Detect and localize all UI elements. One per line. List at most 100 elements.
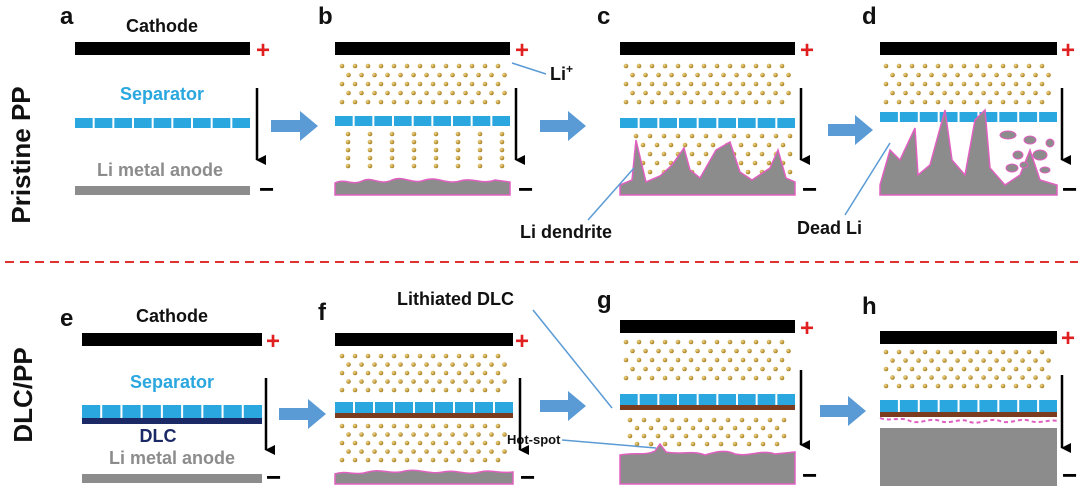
li-ion-dot bbox=[345, 131, 351, 137]
li-ion-dot bbox=[734, 72, 739, 78]
separator-segment bbox=[415, 402, 433, 413]
li-ion-dot bbox=[391, 423, 397, 429]
li-ion-dot bbox=[404, 387, 410, 393]
li-ion-dot bbox=[404, 457, 410, 463]
li-ion-dot bbox=[443, 63, 449, 69]
li-ion-dot bbox=[455, 139, 461, 145]
li-ion-dot bbox=[714, 339, 720, 345]
li-ion-dot bbox=[346, 72, 351, 78]
separator-segment bbox=[223, 405, 242, 418]
separator-segment bbox=[959, 112, 978, 122]
li-ion-dot bbox=[654, 142, 660, 148]
li-ion-dot bbox=[922, 383, 928, 389]
li-ion-dot bbox=[688, 375, 694, 381]
li-ion-dot bbox=[389, 147, 395, 153]
li-ion-dot bbox=[656, 72, 661, 78]
li-ion-dot bbox=[391, 440, 397, 446]
lithiated-dlc-layer bbox=[335, 413, 513, 418]
li-ion-dot bbox=[903, 72, 908, 78]
li-ion-dot bbox=[437, 362, 442, 367]
li-ion-dot bbox=[1013, 383, 1019, 389]
li-ion-dot bbox=[890, 358, 895, 363]
separator-segment bbox=[355, 402, 373, 413]
li-ion-dot bbox=[489, 90, 494, 96]
dead-li-pointer bbox=[844, 142, 891, 216]
li-ion-dot bbox=[896, 349, 902, 355]
li-ion-dot bbox=[430, 423, 436, 429]
separator-segment bbox=[757, 394, 776, 405]
separator-segment bbox=[738, 394, 756, 405]
li-ion-dot bbox=[740, 81, 746, 87]
li-ion-dot bbox=[721, 90, 726, 96]
li-ion-dot bbox=[636, 63, 642, 69]
li-ion-dot bbox=[346, 90, 351, 96]
li-ion-dot bbox=[345, 139, 351, 145]
li-ion-dot bbox=[739, 417, 745, 423]
li-ion-dot bbox=[623, 357, 629, 363]
panel-b: Li+ bbox=[334, 42, 573, 196]
dlc-coating bbox=[82, 418, 262, 424]
separator-segment bbox=[880, 112, 898, 122]
li-ion-dot bbox=[1000, 349, 1006, 355]
li-ion-dot bbox=[752, 142, 758, 148]
li-ion-dot bbox=[345, 155, 351, 161]
lithiated-dlc-label: Lithiated DLC bbox=[397, 289, 514, 309]
li-ion-dot bbox=[463, 432, 468, 437]
li-ion-dot bbox=[469, 440, 475, 446]
li-ion-dot bbox=[443, 440, 449, 446]
li-ion-dot bbox=[766, 81, 772, 87]
li-ion-dot bbox=[476, 72, 481, 78]
li-ion-dot bbox=[489, 362, 494, 367]
li-ion-dot bbox=[636, 375, 642, 381]
li-ion-dot bbox=[339, 63, 345, 69]
li-ion-dot bbox=[385, 362, 390, 367]
li-ion-dot bbox=[455, 163, 461, 169]
li-ion-dot bbox=[385, 379, 390, 384]
li-ion-dot bbox=[482, 63, 488, 69]
li-ion-dot bbox=[404, 423, 410, 429]
li-ion-dot bbox=[738, 160, 744, 166]
li-ion-dot bbox=[623, 99, 629, 105]
li-ion-dot bbox=[1039, 383, 1045, 389]
li-ion-dot bbox=[1013, 63, 1019, 69]
li-ion-dot bbox=[654, 160, 660, 166]
li-ion-dot bbox=[682, 72, 687, 78]
li-ion-dot bbox=[430, 63, 436, 69]
li-ion-dot bbox=[417, 353, 423, 359]
li-deposit bbox=[880, 428, 1057, 486]
li-ion-dot bbox=[690, 441, 696, 447]
li-ion-dot bbox=[734, 366, 739, 372]
li-ion-dot bbox=[948, 99, 954, 105]
separator-segment bbox=[394, 116, 412, 126]
li-ion-dot bbox=[417, 423, 423, 429]
li-dendrite-growth bbox=[619, 139, 796, 196]
li-ion-dot bbox=[345, 147, 351, 153]
li-ion-dot bbox=[890, 72, 895, 78]
li-ion-dot bbox=[695, 90, 700, 96]
panel-label-d: d bbox=[862, 3, 877, 30]
li-ion-dot bbox=[779, 357, 785, 363]
li-ion-dot bbox=[455, 131, 461, 137]
li-ion-dot bbox=[708, 90, 713, 96]
li-ion-dot bbox=[352, 370, 358, 376]
li-ion-dot bbox=[502, 379, 507, 384]
li-ion-dot bbox=[721, 366, 726, 372]
li-ion-dot bbox=[760, 425, 766, 431]
li-ion-dot bbox=[477, 139, 483, 145]
li-ion-dot bbox=[463, 72, 468, 78]
li-ion-dot bbox=[385, 432, 390, 437]
li-ion-dot bbox=[346, 449, 351, 454]
row-label-top: Pristine PP bbox=[6, 86, 36, 223]
li-ion-dot bbox=[1020, 358, 1025, 363]
separator-segment bbox=[698, 394, 717, 405]
minus-sign: − bbox=[518, 174, 533, 204]
li-ion-dot bbox=[688, 357, 694, 363]
li-ion-dot bbox=[1026, 366, 1032, 372]
li-ion-dot bbox=[916, 375, 921, 380]
separator-membrane bbox=[335, 402, 513, 413]
process-arrow-icon bbox=[540, 391, 586, 421]
li-ion-dot bbox=[495, 387, 501, 393]
li-ion-dot bbox=[437, 379, 442, 384]
li-ion-dot bbox=[649, 63, 655, 69]
li-ion-dot bbox=[469, 353, 475, 359]
